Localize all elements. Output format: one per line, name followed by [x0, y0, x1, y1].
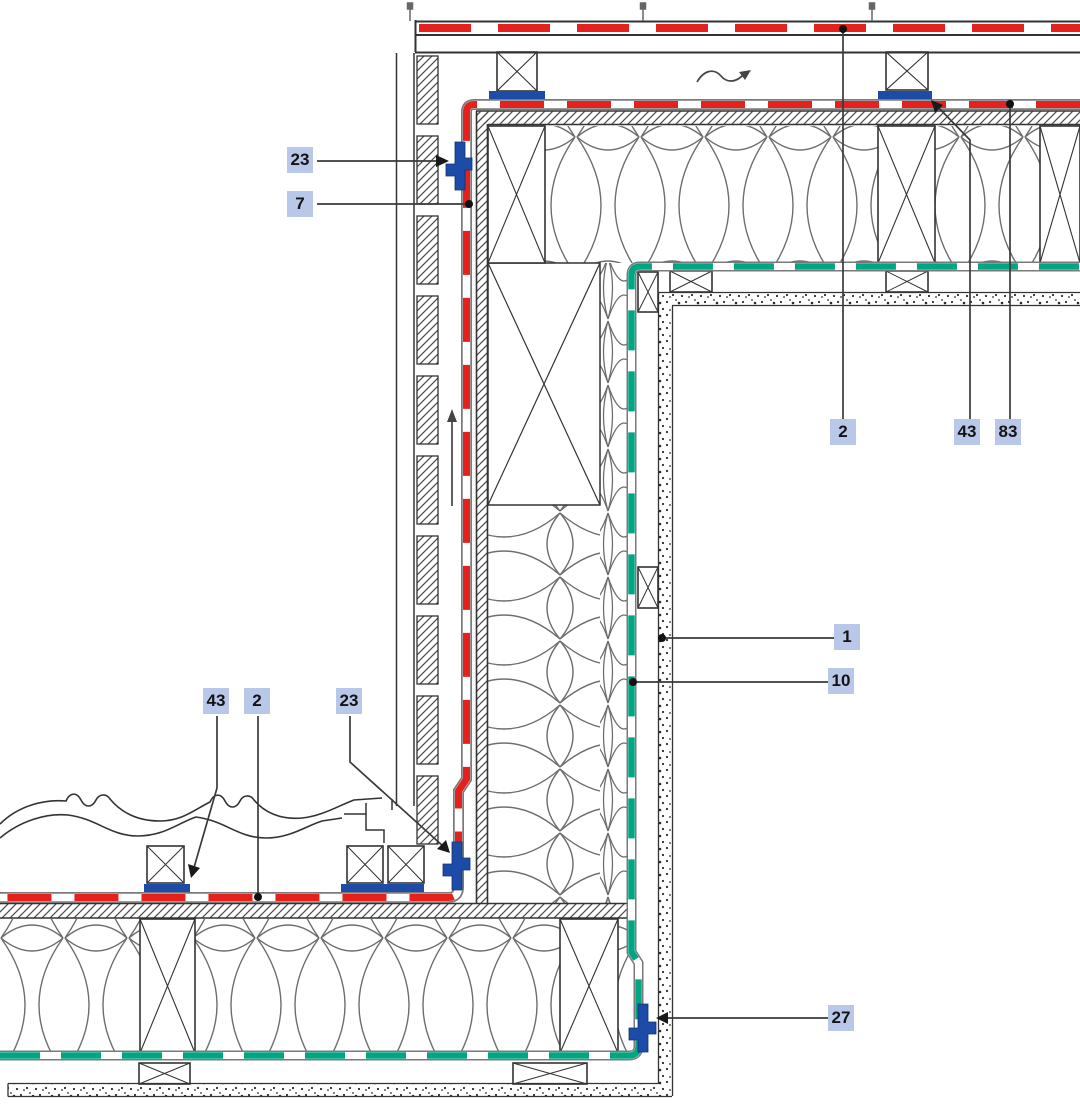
- airtight-membrane-green: [0, 261, 1080, 1061]
- roof-sheathing: [476, 110, 1080, 126]
- callout-23-bottom: 23: [336, 688, 362, 714]
- membrane-clamp-bars: [144, 91, 932, 893]
- insulation-upper-roof: [545, 126, 1040, 263]
- membrane-clamp-profiles: [442, 141, 657, 1053]
- callout-83: 83: [995, 419, 1021, 445]
- callout-2-bottom: 2: [244, 688, 270, 714]
- airflow-squiggle-icon: [696, 70, 751, 83]
- callout-10: 10: [828, 668, 854, 694]
- callout-7: 7: [287, 191, 313, 217]
- callout-27: 27: [828, 1005, 854, 1031]
- roof-covering-membrane: [414, 20, 1080, 54]
- callout-1: 1: [834, 624, 860, 650]
- callout-43-bottom: 43: [203, 688, 229, 714]
- wall-post-section: [487, 262, 601, 506]
- insulation-lower-roof: [0, 919, 632, 1053]
- roof-tiles-profile: [0, 793, 393, 843]
- plasterboard-stipple: [7, 291, 1080, 1098]
- lower-roof-sheathing: [0, 902, 632, 919]
- sarking-membrane-red: [0, 99, 1080, 903]
- clamp-27: [628, 1003, 657, 1053]
- facade-cladding: [395, 53, 415, 806]
- leader-arrowheads: [188, 100, 943, 1024]
- section-ticks: [406, 2, 876, 21]
- timber-sections: [138, 51, 1080, 1085]
- callout-43-top: 43: [954, 419, 980, 445]
- cavity-airflow-arrow-icon: [447, 409, 457, 506]
- callout-2-top: 2: [830, 419, 856, 445]
- clamp-23-bottom: [442, 841, 471, 891]
- facade-battens: [416, 55, 439, 845]
- leader-lines: [192, 31, 1011, 1019]
- clamp-23-top: [445, 141, 473, 191]
- wall-sheathing: [475, 111, 489, 903]
- leader-dots: [254, 25, 1014, 901]
- callout-23-top: 23: [287, 147, 313, 173]
